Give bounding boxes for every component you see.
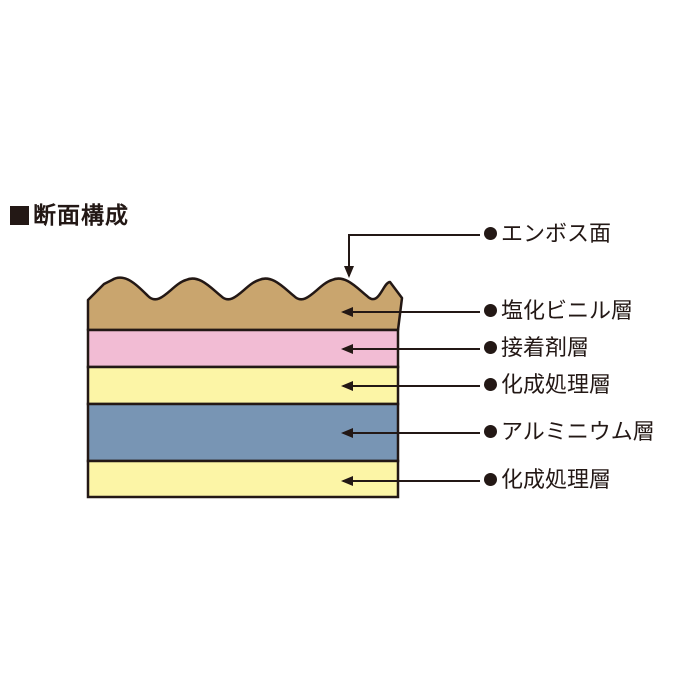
label-chemical-treatment-layer-lower: 化成処理層	[484, 470, 611, 492]
label-text: アルミニウム層	[501, 420, 655, 445]
bullet-dot-icon	[484, 304, 497, 317]
emboss-leader-line	[344, 234, 480, 278]
vinyl-layer	[86, 276, 404, 332]
bullet-dot-icon	[484, 473, 497, 486]
section-title: 断面構成	[10, 196, 129, 230]
square-bullet-icon	[10, 206, 29, 225]
section-title-text: 断面構成	[33, 203, 129, 229]
chemical-treatment-layer-lower	[86, 459, 400, 499]
bullet-dot-icon	[484, 341, 497, 354]
bullet-dot-icon	[484, 227, 497, 240]
label-text: 化成処理層	[501, 468, 612, 493]
label-emboss-surface: エンボス面	[484, 224, 611, 246]
bullet-dot-icon	[484, 425, 497, 438]
label-vinyl-chloride-layer: 塩化ビニル層	[484, 301, 633, 323]
label-text: 化成処理層	[501, 373, 612, 398]
bullet-dot-icon	[484, 378, 497, 391]
label-text: 接着剤層	[501, 336, 590, 361]
label-adhesive-layer: 接着剤層	[484, 338, 589, 360]
label-text: 塩化ビニル層	[501, 299, 634, 324]
label-chemical-treatment-layer-upper: 化成処理層	[484, 375, 611, 397]
label-text: エンボス面	[501, 222, 612, 247]
label-aluminum-layer: アルミニウム層	[484, 422, 655, 444]
